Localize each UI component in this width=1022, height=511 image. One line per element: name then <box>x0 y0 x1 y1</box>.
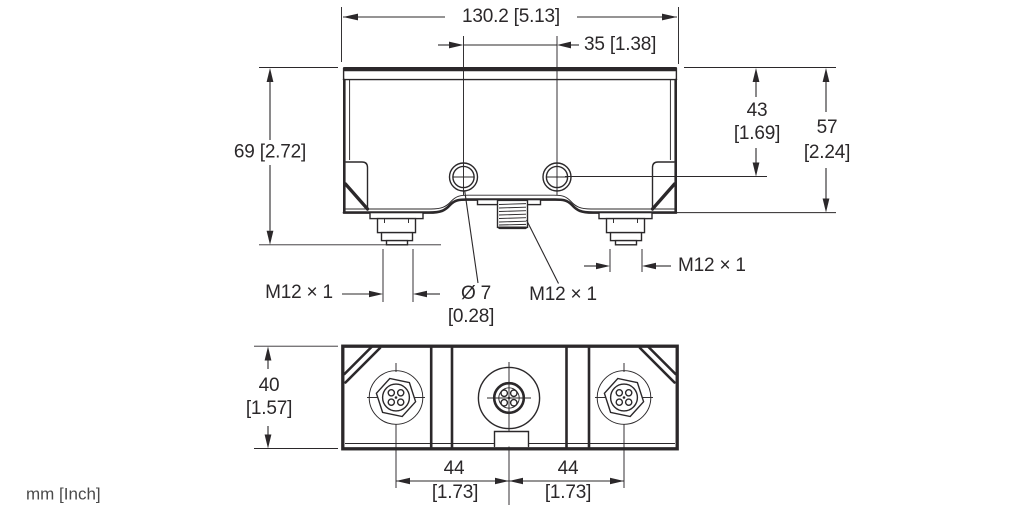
dim-hole-height: 43 [1.69] <box>565 67 836 177</box>
left-connector-thread-label: M12 × 1 <box>265 282 333 303</box>
dim-hole-spacing: 35 [1.38] <box>438 34 656 55</box>
dim-overall-height: 57 [2.24] <box>677 68 850 214</box>
hole-diameter-mm-label: Ø 7 <box>461 283 491 304</box>
dim-left-height-label: 69 [2.72] <box>234 142 306 163</box>
center-connector-thread-label: M12 × 1 <box>529 284 597 305</box>
bottom-view-outline <box>341 344 679 451</box>
right-gusset <box>650 182 677 211</box>
dim-depth: 40 [1.57] <box>246 345 338 449</box>
dim-overall-height-inch: [2.24] <box>804 142 850 163</box>
top-cover-bar <box>342 67 678 81</box>
dim-left-pitch-inch: [1.73] <box>432 482 478 503</box>
dim-overall-height-mm: 57 <box>817 117 838 138</box>
bottom-profile-inner <box>344 194 676 210</box>
keying-tab <box>493 430 530 448</box>
dim-left-pitch-mm: 44 <box>444 458 465 479</box>
dim-hole-height-inch: [1.69] <box>734 123 780 144</box>
dim-left-height: 69 [2.72] <box>234 67 441 246</box>
bottom-left-connector <box>367 363 425 488</box>
right-shelf <box>651 161 675 211</box>
dim-right-thread: M12 × 1 <box>584 249 746 276</box>
dim-depth-mm: 40 <box>259 375 280 396</box>
dimensions: 130.2 [5.13] 35 [1.38] 69 [2.72] <box>234 6 850 503</box>
bottom-right-connector <box>595 363 653 488</box>
hole-diameter-inch-label: [0.28] <box>448 306 494 327</box>
dim-connector-pitch: 44 [1.73] 44 [1.73] <box>396 458 624 503</box>
bottom-profile-outer <box>342 198 678 214</box>
dim-right-pitch-mm: 44 <box>558 458 579 479</box>
callout-hole-diameter: Ø 7 [0.28] <box>448 191 494 327</box>
dim-right-pitch-inch: [1.73] <box>545 482 591 503</box>
dim-hole-height-mm: 43 <box>747 100 768 121</box>
chamfer-top-left <box>343 345 382 384</box>
center-stud <box>476 198 542 230</box>
mounting-hole-left <box>448 36 479 195</box>
right-connector-thread-label: M12 × 1 <box>678 255 746 276</box>
front-view <box>342 36 678 246</box>
dim-left-thread: M12 × 1 <box>265 249 440 303</box>
dim-hole-spacing-label: 35 [1.38] <box>584 34 656 55</box>
dim-overall-width-label: 130.2 [5.13] <box>462 6 560 27</box>
bottom-view <box>341 344 679 505</box>
bottom-middle-connector <box>477 362 541 505</box>
units-label: mm [Inch] <box>26 484 101 503</box>
mounting-hole-right <box>542 36 572 195</box>
dim-overall-width: 130.2 [5.13] <box>341 6 679 64</box>
front-right-connector <box>598 211 653 246</box>
chamfer-top-right <box>638 345 677 384</box>
front-left-connector <box>369 211 424 246</box>
callout-center-thread: M12 × 1 <box>526 219 597 305</box>
left-gusset <box>343 182 370 211</box>
dim-depth-inch: [1.57] <box>246 398 292 419</box>
left-shelf <box>345 161 369 211</box>
